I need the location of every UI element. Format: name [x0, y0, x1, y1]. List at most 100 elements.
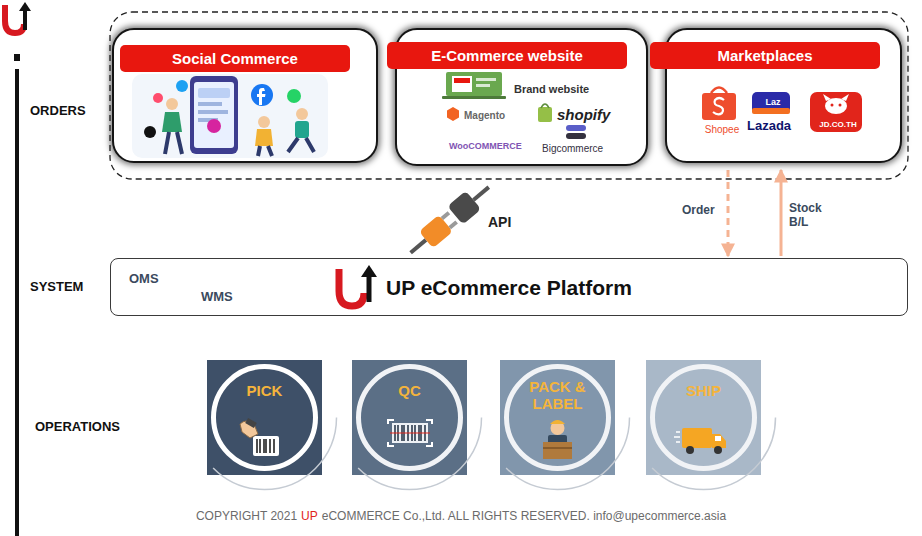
operation-step: PACK & LABEL [500, 360, 615, 475]
marketplace-logos-part [702, 93, 736, 120]
ecommerce-logos-part [538, 107, 552, 122]
social-illustration-part [257, 88, 266, 105]
ship-truck-icon-part [715, 436, 721, 441]
module-label: OMS [129, 272, 159, 287]
social-illustration-part [255, 129, 273, 146]
operation-rings-part [193, 346, 337, 490]
operation-step: QC [352, 360, 467, 475]
social-illustration-part [162, 112, 182, 132]
side-rule-part [15, 69, 19, 536]
brand-logo-part [23, 9, 27, 30]
marketplace-logos-part [825, 98, 847, 114]
ecommerce-logos-part [447, 107, 459, 121]
social-illustration-part [194, 82, 234, 148]
social-illustration-part [198, 102, 222, 106]
pick-icon-part [257, 439, 274, 453]
pick-icon [240, 418, 279, 456]
brand-logo-part [19, 2, 31, 11]
logo-text: shopify [557, 106, 610, 123]
ecommerce-logos [442, 72, 586, 139]
step-label: PACK & LABEL [519, 378, 596, 412]
marketplace-logos-part [839, 104, 842, 107]
social-illustration-part [198, 110, 228, 114]
api-plug-icon-part [441, 211, 450, 220]
side-rule [14, 54, 20, 536]
qc-barcode-icon-part [388, 420, 432, 446]
step-label: PICK [226, 382, 303, 399]
api-plug-icon-part [411, 240, 426, 253]
logo-text: WooCOMMERCE [449, 141, 522, 151]
social-illustration-part [258, 146, 272, 156]
ship-truck-icon-part [682, 428, 712, 448]
operation-rings-part [338, 346, 482, 490]
social-illustration [132, 74, 328, 158]
pick-icon-part [245, 418, 257, 428]
marketplace-logos-part [752, 108, 790, 114]
row-label: OPERATIONS [35, 420, 120, 435]
interface-label: API [488, 214, 511, 230]
marketplace-logos-part [841, 94, 849, 101]
operation-rings-part [214, 367, 316, 469]
social-illustration-part [258, 116, 270, 128]
copyright-text: eCOMMERCE Co.,Ltd. ALL RIGHTS RESERVED. … [322, 510, 726, 524]
marketplace-logos-part [823, 94, 831, 101]
row-label: ORDERS [30, 104, 86, 119]
operation-rings [193, 346, 776, 490]
ecommerce-logos-part [454, 78, 470, 83]
social-illustration-part [166, 98, 178, 110]
platform-title: UP eCommerce Platform [386, 276, 632, 300]
platform-logo-part [367, 274, 372, 302]
pack-icon-part [548, 435, 567, 445]
logo-text: JD.CO.TH [812, 120, 864, 129]
social-illustration-part [144, 126, 156, 138]
pack-icon-part [551, 421, 565, 435]
ecommerce-logos-part [442, 96, 506, 99]
social-illustration-part [288, 138, 314, 152]
marketplace-logos-part [831, 104, 834, 107]
social-illustration-part [251, 84, 273, 106]
qc-barcode-icon-part [392, 423, 428, 443]
ship-truck-icon [674, 428, 726, 454]
social-illustration-part [296, 108, 308, 120]
qc-barcode-icon [388, 420, 432, 446]
ship-truck-icon-part [686, 446, 694, 454]
operation-step: SHIP [646, 360, 761, 475]
social-illustration-part [153, 93, 163, 103]
ship-truck-icon-part [674, 432, 680, 442]
brand-logo-part [5, 5, 24, 33]
step-label: QC [371, 382, 448, 399]
operation-rings-part [486, 346, 630, 490]
orders-group-outline-part [110, 12, 908, 179]
marketplace-logos-part [810, 92, 862, 132]
api-plug-icon-part [448, 220, 457, 229]
step-label: SHIP [665, 382, 742, 399]
ecommerce-logos-part [446, 72, 502, 96]
channel-box: E-Commerce websiteBrand websiteMagentosh… [395, 28, 648, 166]
ecommerce-logos-part [566, 133, 586, 139]
platform-logo-part [339, 269, 364, 306]
api-plug-icon-part [473, 187, 488, 200]
marketplace-logos-part [713, 98, 724, 114]
ecommerce-logos-part [566, 125, 586, 131]
ecommerce-logos-part [541, 104, 549, 108]
social-illustration-part [198, 118, 218, 122]
pack-icon-part [543, 442, 572, 459]
ecommerce-logos-part [476, 78, 496, 81]
platform-band: OMS WMS UP eCommerce Platform [110, 258, 908, 316]
api-plug-icon-part [419, 215, 453, 249]
section-header: Social Commerce [120, 45, 350, 72]
logo-text: Magento [464, 110, 505, 122]
pack-icon-part [550, 420, 565, 424]
ecommerce-logos-part [452, 76, 472, 92]
module-label: WMS [201, 290, 233, 305]
orders-group-outline [110, 12, 908, 179]
row-label: SYSTEM [30, 280, 83, 295]
logo-text: Shopee [698, 124, 746, 136]
qc-barcode-icon-part [390, 432, 430, 433]
social-illustration-part [207, 119, 221, 133]
marketplace-logos-part [752, 92, 790, 114]
operation-step: PICK [207, 360, 322, 475]
flow-arrow [780, 170, 783, 256]
